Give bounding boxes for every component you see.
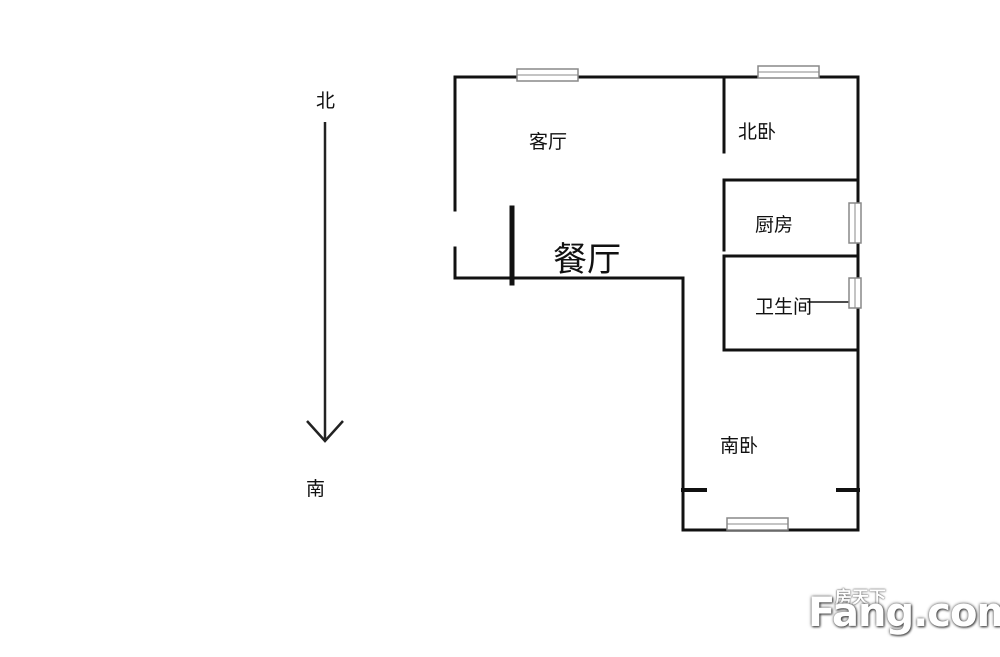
arrow-head: [306, 420, 344, 443]
watermark-logo: Fang.com: [808, 590, 1000, 636]
windows: [516, 65, 862, 531]
compass-north-label: 北: [316, 90, 336, 112]
north-south-arrow-icon: [306, 122, 344, 443]
room-label-dining-room: 餐厅: [553, 240, 621, 280]
room-label-living-room: 客厅: [529, 131, 568, 153]
room-label-north-bedroom: 北卧: [738, 121, 777, 143]
walls: [453, 75, 860, 532]
room-label-bathroom: 卫生间: [755, 296, 813, 318]
watermark-cn: 房天下: [835, 588, 886, 608]
room-label-south-bedroom: 南卧: [720, 435, 759, 457]
compass-south-label: 南: [306, 478, 326, 500]
room-label-kitchen: 厨房: [755, 214, 794, 236]
